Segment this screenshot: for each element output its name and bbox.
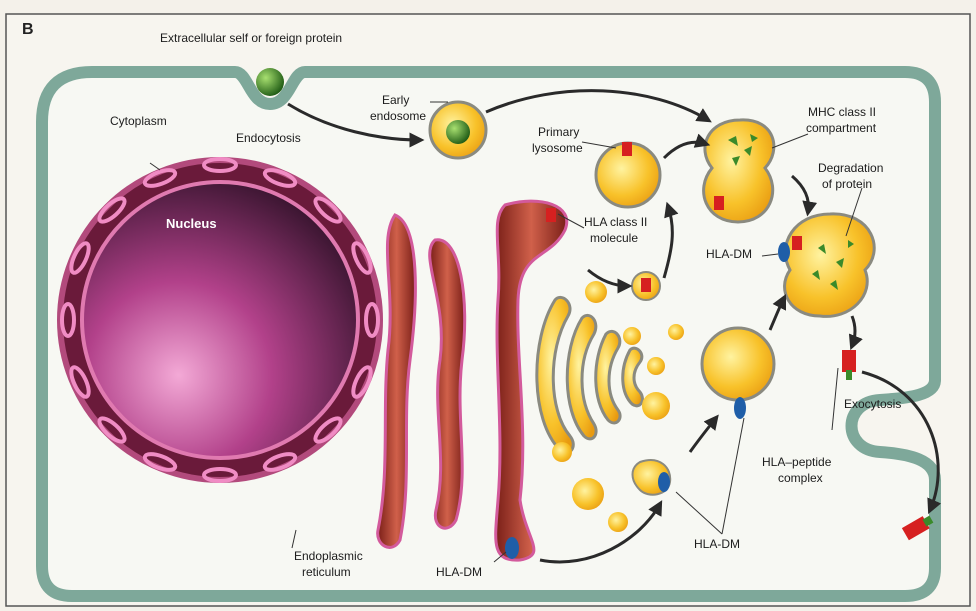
panel-letter: B [22,21,34,38]
mhc-compartment-label-1: MHC class II [808,105,876,119]
hla-dm-vesicle-small [633,460,671,495]
cytoplasm-label: Cytoplasm [110,114,167,128]
extracellular-protein-label: Extracellular self or foreign protein [160,31,342,45]
mhc-compartment-label-2: compartment [806,121,877,135]
extracellular-protein [256,68,284,96]
hla-class-ii-vesicle [632,272,660,300]
nucleus-label: Nucleus [166,216,217,231]
early-endosome-label-2: endosome [370,109,426,123]
hla-class-ii-label-2: molecule [590,231,638,245]
hla-dm-top-label: HLA-DM [706,247,752,261]
hla-class-ii-label-1: HLA class II [584,215,647,229]
primary-lysosome [596,142,660,207]
nucleus [60,159,380,481]
hla-dm-er-icon [505,537,519,559]
hla-peptide-label-2: complex [778,471,823,485]
early-endosome-label-1: Early [382,93,409,107]
degradation-label-2: of protein [822,177,872,191]
hla-dm-bottom-right-label: HLA-DM [694,537,740,551]
exocytosis-label: Exocytosis [844,397,901,411]
er-label-1: Endoplasmic [294,549,363,563]
hla-class-ii-er-icon [546,208,556,222]
degradation-label-1: Degradation [818,161,883,175]
er-label-2: reticulum [302,565,351,579]
hla-dm-bottom-left-label: HLA-DM [436,565,482,579]
mhc-class-ii-compartment [704,120,774,222]
hla-peptide-label-1: HLA–peptide [762,455,832,469]
early-endosome [430,102,486,158]
primary-lysosome-label-1: Primary [538,125,579,139]
primary-lysosome-label-2: lysosome [532,141,583,155]
degradation-compartment [778,214,874,316]
hla-class-ii-icon [622,142,632,156]
endocytosis-label: Endocytosis [236,131,301,145]
